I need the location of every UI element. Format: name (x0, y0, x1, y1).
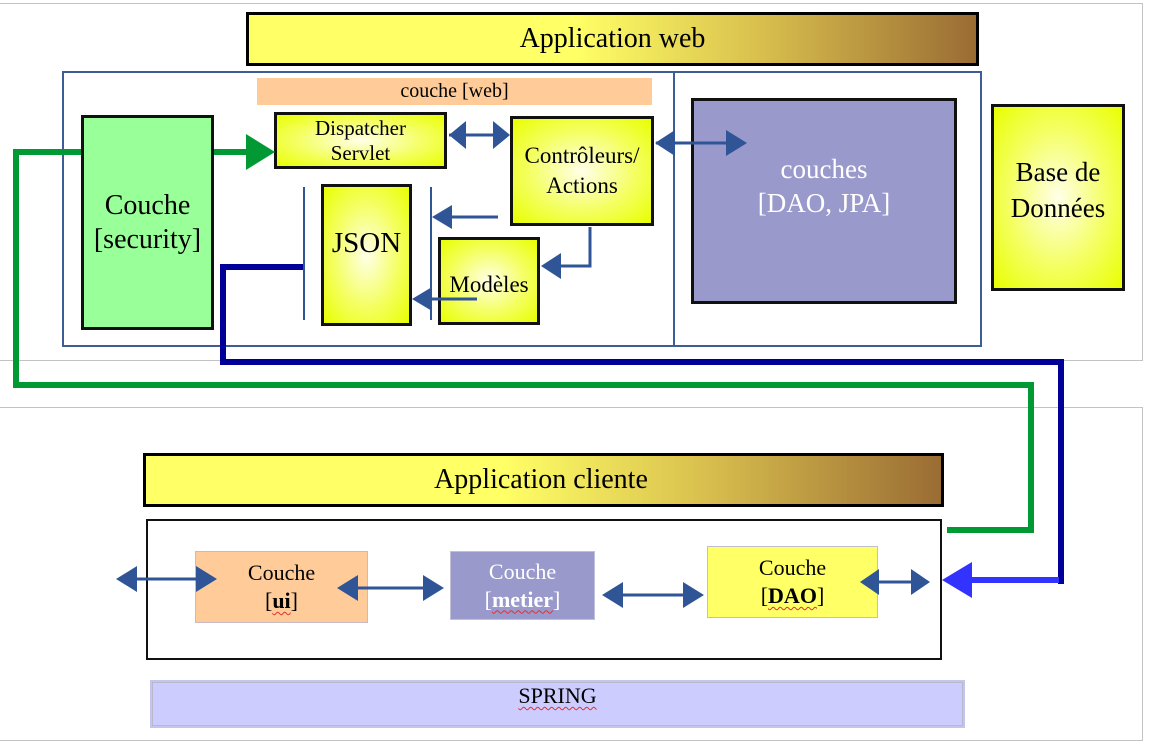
metier-dao-head-left (602, 582, 623, 608)
external-ui-head-right (196, 566, 217, 592)
dao-layer-line1: Couche (758, 555, 827, 580)
green-arrow-head (246, 134, 275, 170)
client-app-frame (146, 519, 942, 660)
external-ui-head-left (116, 566, 137, 592)
ui-metier-head-right (423, 575, 444, 601)
dao-jpa-box: couches [DAO, JPA] (691, 98, 957, 304)
security-layer-box: Couche [security] (81, 115, 214, 330)
metier-layer-line2: [metier] (484, 586, 561, 612)
frame-divider (673, 72, 675, 346)
controllers-to-models-arrow (560, 227, 592, 268)
controllers-line2: Actions (546, 173, 618, 198)
page-frame-bottom (0, 407, 1143, 741)
metier-layer-box: Couche [metier] (450, 551, 595, 620)
bright-blue-arrow-head (942, 562, 972, 598)
security-line2: [security] (93, 223, 202, 255)
dao-external-head-right (911, 569, 930, 595)
controllers-line1: Contrôleurs/ (524, 143, 640, 168)
dao-jpa-line2: [DAO, JPA] (757, 188, 891, 218)
spring-text: SPRING (518, 683, 597, 708)
database-line1: Base de (1015, 156, 1101, 187)
dispatcher-line2: Servlet (330, 140, 391, 165)
controllers-to-models-head (541, 253, 561, 279)
models-box: Modèles (438, 237, 540, 325)
metier-layer-name: metier (491, 586, 554, 612)
dispatcher-line1: Dispatcher (315, 115, 406, 140)
dao-external-head-left (860, 569, 879, 595)
spring-bar: SPRING (150, 680, 965, 728)
json-box: JSON (321, 184, 412, 326)
controllers-to-json-head (432, 205, 452, 229)
ui-layer-name: ui (272, 588, 291, 613)
ui-metier-head-left (337, 575, 358, 601)
dao-layer-box: Couche [DAO] (707, 546, 878, 618)
web-layer-label: couche [web] (257, 78, 652, 105)
metier-dao-head-right (683, 582, 704, 608)
web-app-title: Application web (246, 12, 979, 66)
json-text: JSON (331, 226, 402, 259)
dispatcher-controllers-head-left (449, 121, 466, 149)
dao-jpa-line1: couches (780, 154, 868, 184)
web-app-frame (62, 71, 982, 347)
ui-layer-line1: Couche (247, 560, 316, 585)
controllers-box: Contrôleurs/ Actions (510, 116, 654, 226)
dispatcher-servlet-box: Dispatcher Servlet (274, 112, 447, 169)
ui-layer-line2: [ui] (264, 588, 298, 613)
models-text: Modèles (449, 272, 529, 297)
models-to-json-head (412, 287, 432, 311)
blue-flow-line (220, 264, 1064, 584)
dao-layer-name: DAO (768, 583, 817, 608)
client-app-title-text: Application cliente (434, 464, 648, 495)
database-line2: Données (1010, 192, 1106, 223)
security-line1: Couche (104, 189, 191, 221)
dispatcher-controllers-head-right (493, 121, 510, 149)
web-layer-label-text: couche [web] (400, 80, 509, 102)
controllers-dao-head-left (655, 130, 675, 156)
green-flow-line (13, 149, 1034, 533)
database-box: Base de Données (991, 104, 1125, 291)
client-app-title: Application cliente (143, 453, 944, 507)
metier-layer-line1: Couche (488, 558, 557, 584)
dao-layer-line2: [DAO] (760, 583, 825, 608)
web-app-title-text: Application web (519, 23, 706, 54)
controllers-dao-head-right (726, 130, 747, 156)
